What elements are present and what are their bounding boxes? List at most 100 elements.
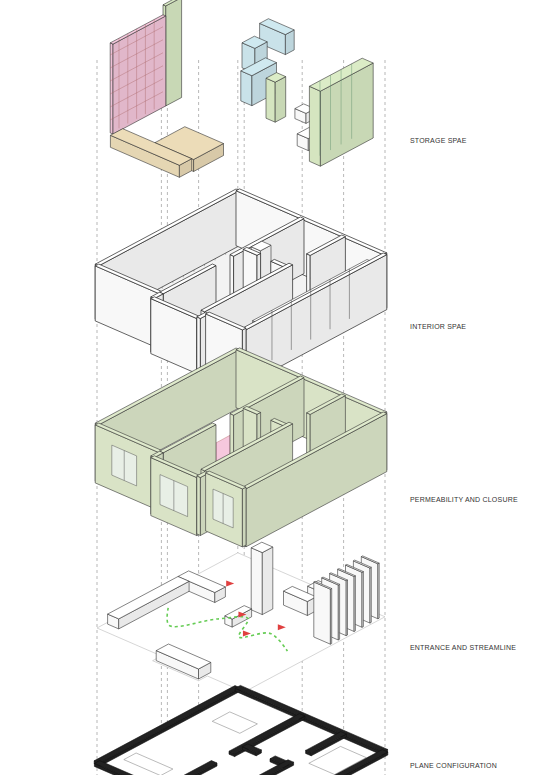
shelf-line [110, 53, 163, 81]
projection-line [97, 60, 98, 775]
box-face [370, 567, 371, 623]
box-top [307, 394, 346, 414]
box-top [309, 58, 373, 91]
box-top [95, 423, 163, 453]
box-top [95, 189, 239, 266]
window [160, 475, 188, 517]
box-face [246, 414, 387, 547]
box-face [266, 78, 275, 122]
shelf-line [119, 38, 120, 128]
wardrobe-line [291, 300, 292, 350]
box-top [151, 456, 201, 478]
furniture-outline [212, 712, 257, 733]
shelf-line [110, 79, 163, 107]
box-top [241, 58, 277, 76]
box-top [243, 406, 260, 414]
box-top [229, 714, 305, 754]
box-top [200, 760, 294, 775]
box-face [338, 584, 339, 640]
door-line [319, 81, 320, 156]
box-face [100, 688, 241, 766]
box-top [206, 312, 246, 330]
box-face [166, 0, 182, 106]
box-top [110, 129, 191, 166]
box-face [275, 77, 286, 123]
layer-caption: PLANE CONFIGURATION [410, 762, 497, 769]
shelf-line [154, 19, 155, 109]
window-mullion [173, 481, 174, 511]
wardrobe-line [310, 290, 311, 340]
box-top [338, 569, 356, 577]
box-face [241, 71, 252, 106]
box-top [241, 750, 387, 775]
box-top [243, 247, 260, 255]
door-line [351, 64, 352, 139]
shelf-line [110, 66, 163, 94]
box-top [242, 253, 386, 330]
box-top [322, 577, 340, 585]
box-face [197, 317, 201, 374]
window [213, 489, 233, 528]
box-face [346, 580, 347, 636]
shelf-line [127, 34, 128, 124]
furniture-outline [309, 746, 366, 774]
box-face [235, 716, 305, 757]
box-top [242, 744, 261, 753]
box-top [156, 644, 211, 669]
box-top [94, 686, 240, 764]
box-top [307, 235, 346, 255]
shelf-line [145, 24, 146, 114]
shelf-line [136, 29, 137, 119]
box-face [151, 458, 197, 536]
box-top [201, 422, 293, 471]
box-top [108, 577, 190, 619]
shelf-line [110, 27, 163, 55]
box-face [262, 547, 273, 615]
box-top [260, 19, 295, 35]
box-top [353, 560, 371, 568]
box-face [242, 487, 246, 547]
box-top [284, 586, 317, 601]
circulation-path [167, 608, 287, 651]
storage-layer [110, 0, 373, 177]
projection-lines [97, 60, 385, 775]
box-top [151, 297, 201, 319]
permeability-layer [95, 348, 387, 547]
box-top [242, 412, 386, 489]
box-face [362, 572, 363, 628]
box-top [346, 564, 364, 572]
box-face [235, 688, 382, 755]
box-face [330, 589, 331, 645]
box-top [206, 471, 246, 489]
box-top [242, 36, 267, 48]
wardrobe-line [330, 279, 331, 329]
box-top [159, 761, 217, 775]
box-face [354, 576, 355, 632]
streamline-layer [97, 542, 385, 692]
box-face [151, 299, 197, 374]
box-top [361, 556, 379, 564]
window [112, 445, 137, 486]
box-top [95, 348, 239, 425]
entry-arrow [226, 581, 234, 587]
box-top [230, 376, 304, 415]
entry-arrow [243, 631, 251, 637]
entry-arrow [238, 612, 246, 618]
box-face [251, 548, 262, 615]
door-line [341, 69, 342, 144]
window-mullion [223, 494, 224, 524]
box-face [309, 86, 320, 166]
box-face [314, 582, 331, 644]
layer-caption: PERMEABILITY AND CLOSURE [410, 496, 518, 503]
box-top [330, 573, 348, 581]
layer-caption: ENTRANCE AND STREAMLINE [410, 644, 516, 651]
box-top [201, 263, 293, 312]
layer-caption: STORAGE SPAE [410, 137, 467, 144]
box-top [160, 264, 216, 294]
wardrobe-line [349, 269, 350, 319]
box-top [236, 189, 387, 255]
box-face [378, 563, 379, 619]
window-mullion [124, 451, 125, 481]
